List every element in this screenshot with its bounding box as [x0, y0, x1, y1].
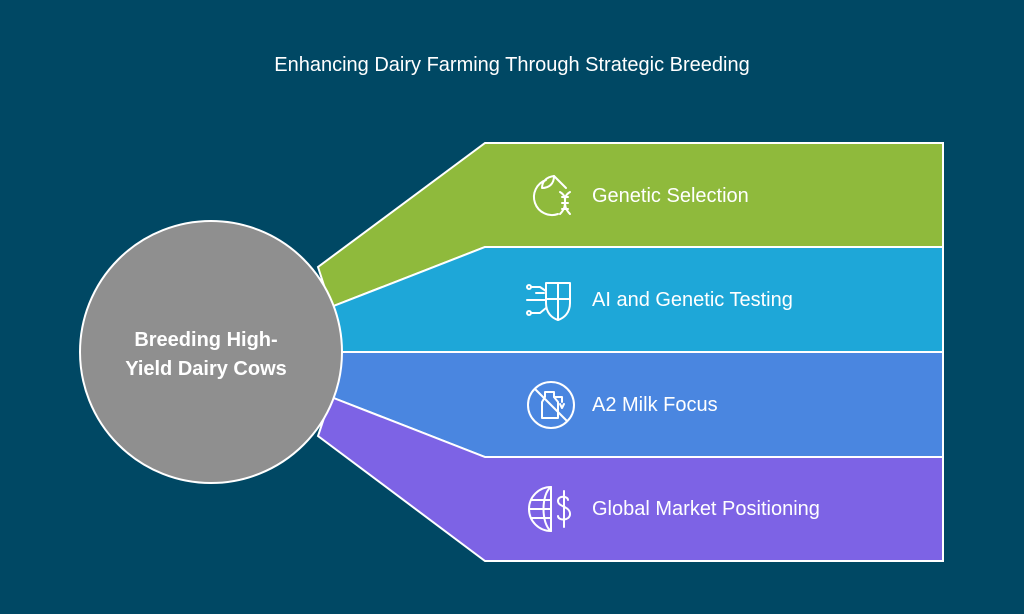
band-label-a2-milk-focus: A2 Milk Focus — [592, 394, 718, 416]
center-label-line1: Breeding High- — [134, 329, 278, 351]
center-label-line2: Yield Dairy Cows — [125, 358, 287, 380]
band-global-market — [316, 395, 944, 562]
diagram-title: Enhancing Dairy Farming Through Strategi… — [274, 54, 750, 76]
band-label-ai-genetic-testing: AI and Genetic Testing — [592, 289, 793, 311]
center-circle — [79, 220, 343, 484]
center-label: Breeding High- Yield Dairy Cows — [100, 326, 312, 384]
dna-sprout-icon — [533, 175, 571, 217]
globe-dollar-icon — [528, 486, 571, 532]
band-label-genetic-selection: Genetic Selection — [592, 185, 749, 207]
circuit-shield-icon — [526, 282, 571, 321]
band-label-global-market: Global Market Positioning — [592, 498, 820, 520]
no-milk-bottle-icon — [527, 381, 575, 429]
